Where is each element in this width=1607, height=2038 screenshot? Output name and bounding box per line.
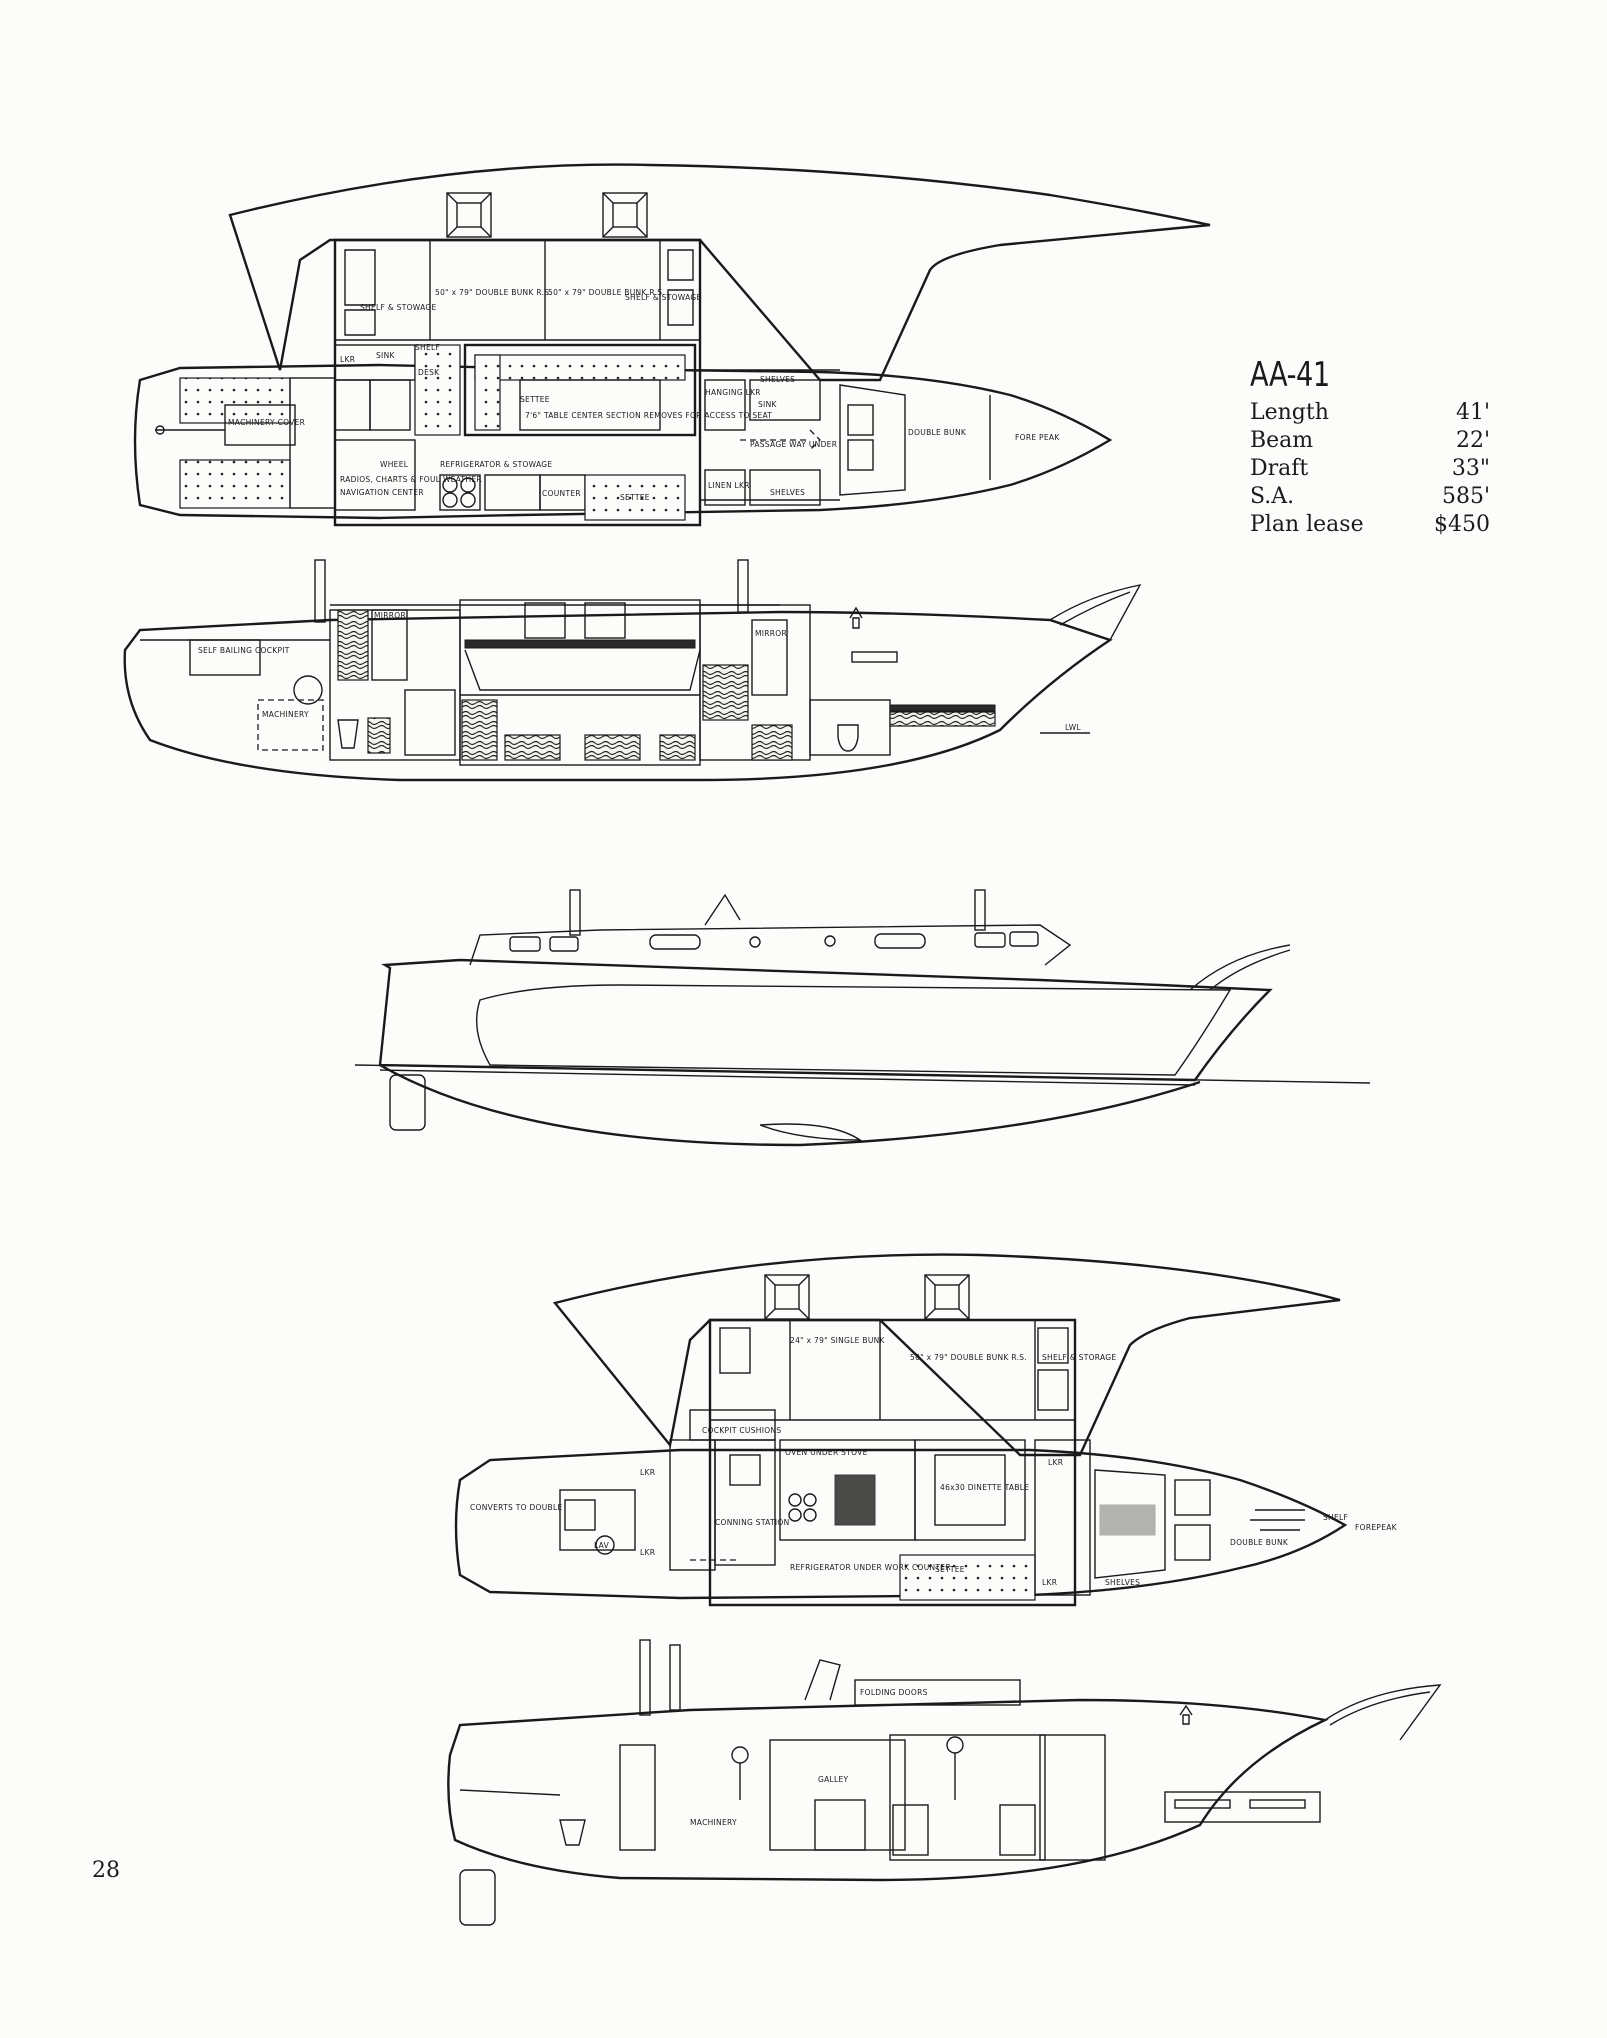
plan1-settee-lower: SETTEE xyxy=(620,493,650,502)
spec-value: $450 xyxy=(1434,512,1490,537)
plan1-double-bunk-fwd: 50" x 79" DOUBLE BUNK R.S. xyxy=(548,288,665,297)
profile1-cockpit: SELF BAILING COCKPIT xyxy=(198,646,290,655)
spec-label: Plan lease xyxy=(1250,512,1364,537)
spec-label: S.A. xyxy=(1250,484,1295,509)
plan2-single-bunk: 24" x 79" SINGLE BUNK xyxy=(790,1336,886,1345)
plan1-hatch-aft xyxy=(446,192,492,238)
plan-1: SHELF & STOWAGE 50" x 79" DOUBLE BUNK R.… xyxy=(133,163,1211,527)
exterior-profile xyxy=(354,889,1371,1147)
plan1-wheel: WHEEL xyxy=(380,460,409,469)
plan2-settee: SETTEE xyxy=(935,1565,965,1574)
profile1-mirror-fwd: MIRROR xyxy=(755,629,787,638)
spec-row: Draft 33" xyxy=(1250,455,1490,483)
plan2-shelf: SHELF xyxy=(1323,1513,1348,1522)
plan1-shelf-stowage-stbd: SHELF & STOWAGE xyxy=(625,293,702,302)
plan1-passage: PASSAGE WAY UNDER xyxy=(750,440,837,449)
plan1-refrigerator: REFRIGERATOR & STOWAGE xyxy=(440,460,552,469)
plan1-shelves-bottom: SHELVES xyxy=(770,488,805,497)
plan2-double-bunk-bow: DOUBLE BUNK xyxy=(1230,1538,1289,1547)
plan1-counter: COUNTER xyxy=(542,489,581,498)
profile1-lwl: LWL xyxy=(1065,723,1082,732)
exterior-hull-outline xyxy=(378,958,1273,1082)
plan2-lkr-top: LKR xyxy=(1048,1458,1063,1467)
plan2-hull-outline xyxy=(454,1448,1348,1600)
spec-row: Beam 22' xyxy=(1250,427,1490,455)
plan1-nav-center: NAVIGATION CENTER xyxy=(340,488,424,497)
page-number: 28 xyxy=(92,1858,120,1883)
plan1-linen-lkr: LINEN LKR xyxy=(708,481,750,490)
plan2-forepeak: FOREPEAK xyxy=(1355,1523,1398,1532)
plan1-sink: SINK xyxy=(376,351,395,360)
plan2-converts: CONVERTS TO DOUBLE xyxy=(470,1503,563,1512)
plan2-cockpit-cushions: COCKPIT CUSHIONS xyxy=(702,1426,781,1435)
plan2-double-bunk: 50" x 79" DOUBLE BUNK R.S. xyxy=(910,1353,1027,1362)
plan2-lkr-aft2: LKR xyxy=(640,1548,655,1557)
spec-row: Plan lease $450 xyxy=(1250,511,1490,539)
plan1-settee-center: SETTEE xyxy=(520,395,550,404)
spec-value: 22' xyxy=(1455,428,1490,453)
plan2-hatch-fwd xyxy=(924,1274,970,1320)
plan2-lav: LAV xyxy=(594,1541,610,1550)
plan2-conning: CONNING STATION xyxy=(715,1518,790,1527)
plan1-shelf: SHELF xyxy=(415,343,440,352)
plan1-fore-peak: FORE PEAK xyxy=(1015,433,1060,442)
plan2-lkr-bottom: LKR xyxy=(1042,1578,1057,1587)
plan2-shelves: SHELVES xyxy=(1105,1578,1140,1587)
plan1-radios: RADIOS, CHARTS & FOUL WEATHER xyxy=(340,475,482,484)
plan-2: 24" x 79" SINGLE BUNK 50" x 79" DOUBLE B… xyxy=(454,1253,1398,1607)
spec-label: Draft xyxy=(1250,456,1309,481)
profile1-machinery: MACHINERY xyxy=(262,710,309,719)
plan1-double-bunk-bow: DOUBLE BUNK xyxy=(908,428,967,437)
spec-value: 33" xyxy=(1451,456,1490,481)
profile-1: MIRROR SELF BAILING COCKPIT MACHINERY MI… xyxy=(123,559,1142,782)
plan1-shelves-top: SHELVES xyxy=(760,375,795,384)
plan1-lkr: LKR xyxy=(340,355,355,364)
plan2-lkr-aft1: LKR xyxy=(640,1468,655,1477)
model-name: AA-41 xyxy=(1250,355,1330,395)
spec-value: 41' xyxy=(1455,400,1490,425)
plan1-cockpit-grid xyxy=(179,377,291,424)
plan2-wing-outline xyxy=(552,1253,1341,1457)
plan1-wing-outline xyxy=(228,163,1211,382)
plan2-oven: OVEN UNDER STOVE xyxy=(785,1448,868,1457)
plan1-sink-fwd: SINK xyxy=(758,400,777,409)
plan1-machinery-cover: MACHINERY COVER xyxy=(228,418,305,427)
spec-label: Beam xyxy=(1250,428,1314,453)
profile2-galley: GALLEY xyxy=(818,1775,849,1784)
spec-value: 585' xyxy=(1441,484,1490,509)
plan2-hatch-aft xyxy=(764,1274,810,1320)
profile1-mirror-aft: MIRROR xyxy=(374,611,406,620)
profile-2: FOLDING DOORS GALLEY MACHINERY xyxy=(447,1639,1442,1926)
profile2-hull-outline xyxy=(447,1698,1329,1882)
profile2-folding-doors: FOLDING DOORS xyxy=(860,1688,928,1697)
profile2-machinery: MACHINERY xyxy=(690,1818,737,1827)
spec-row: Length 41' xyxy=(1250,399,1490,427)
plan1-hatch-fwd xyxy=(602,192,648,238)
plan2-refrigerator: REFRIGERATOR UNDER WORK COUNTER xyxy=(790,1563,951,1572)
plan1-hanging-lkr: HANGING LKR xyxy=(705,388,761,397)
plan1-table-section: 7'6" TABLE CENTER SECTION REMOVES FOR AC… xyxy=(525,411,772,420)
spec-row: S.A. 585' xyxy=(1250,483,1490,511)
plan1-desk: DESK xyxy=(418,368,440,377)
profile1-hull-outline xyxy=(123,610,1113,782)
plan1-shelf-stowage-port: SHELF & STOWAGE xyxy=(360,303,437,312)
plan2-cabin xyxy=(708,1318,1077,1607)
plan2-shelf-storage: SHELF & STORAGE xyxy=(1042,1353,1116,1362)
plan1-double-bunk-aft: 50" x 79" DOUBLE BUNK R.S. xyxy=(435,288,552,297)
spec-label: Length xyxy=(1250,400,1329,425)
plan2-dinette: 46x30 DINETTE TABLE xyxy=(940,1483,1029,1492)
plan1-hull-outline xyxy=(133,363,1113,520)
